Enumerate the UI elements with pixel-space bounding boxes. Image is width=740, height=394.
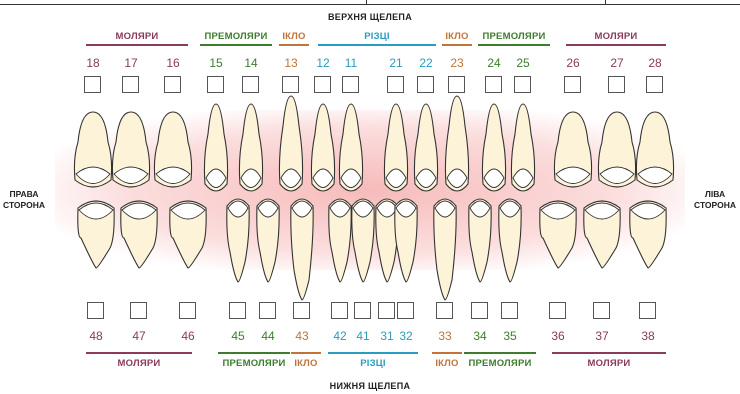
teeth-illustration — [0, 0, 740, 394]
tooth-chart: ВЕРХНЯ ЩЕЛЕПА НИЖНЯ ЩЕЛЕПА ПРАВА СТОРОНА… — [0, 0, 740, 394]
